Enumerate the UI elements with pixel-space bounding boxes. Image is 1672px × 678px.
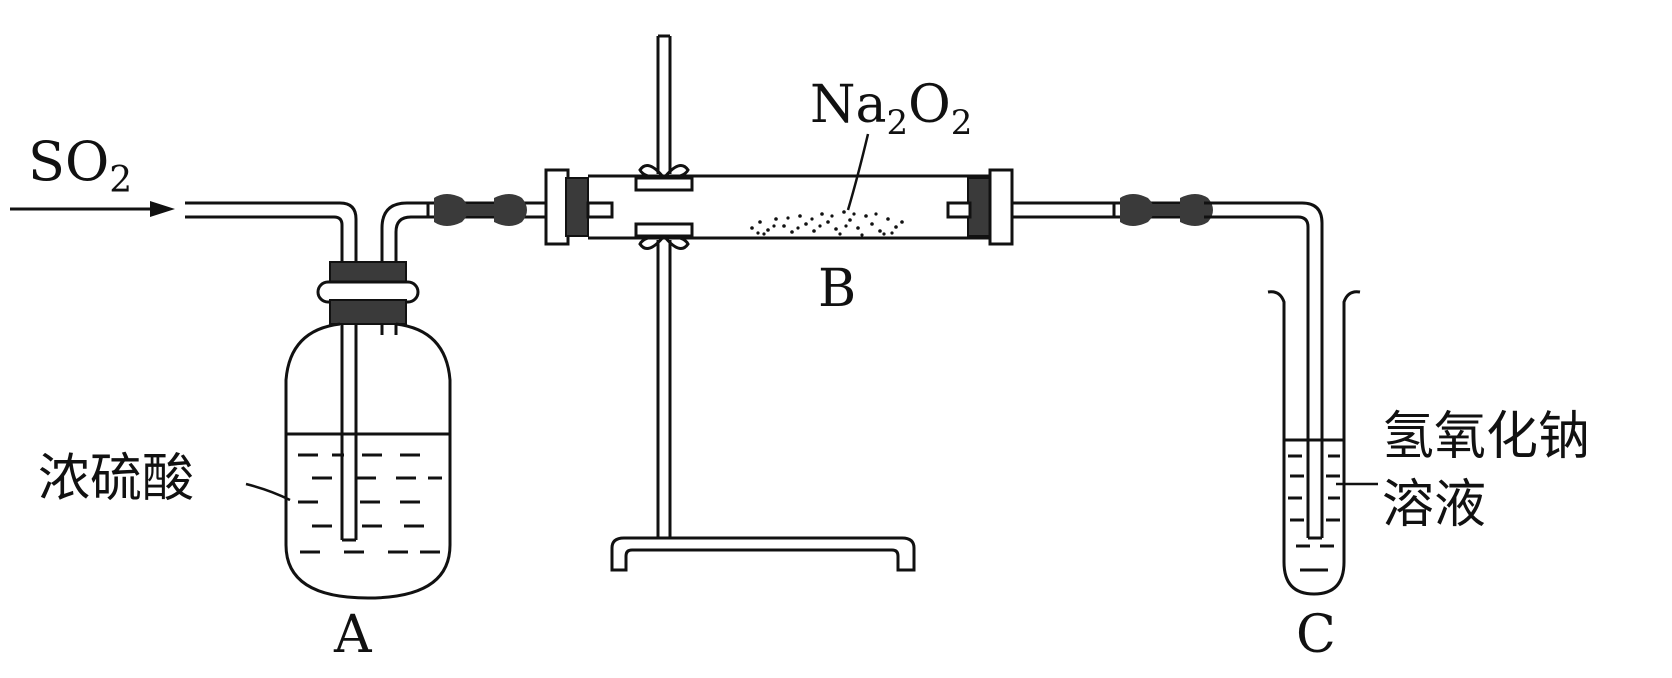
bottle-a bbox=[284, 261, 452, 600]
delivery-tube-c bbox=[1204, 201, 1324, 540]
part-b-label: B bbox=[818, 259, 856, 319]
bottle-a-content-label: 浓硫酸 bbox=[38, 449, 194, 509]
test-tube-c bbox=[1267, 290, 1361, 596]
reagent-b-label: Na2O2 bbox=[810, 75, 972, 143]
part-c-label: C bbox=[1296, 605, 1336, 665]
tube-b-right-cap bbox=[988, 168, 1014, 246]
rubber-joint-2 bbox=[1112, 194, 1213, 226]
test-tube-c-body bbox=[1267, 290, 1361, 596]
liquid-dashes-a bbox=[298, 453, 442, 554]
tube-c-content-label-line2: 溶液 bbox=[1382, 475, 1486, 535]
gas-label: SO2 bbox=[28, 130, 132, 201]
bottle-a-body bbox=[284, 322, 452, 600]
outlet-tube-a bbox=[380, 201, 430, 335]
leader-line-a bbox=[245, 482, 291, 502]
iron-stand bbox=[610, 34, 916, 572]
reaction-tube-b bbox=[544, 168, 1014, 246]
stopper-bottom bbox=[329, 299, 407, 325]
tube-b-left-cap bbox=[544, 168, 570, 246]
powder-na2o2 bbox=[750, 210, 904, 237]
tube-c-content-label-line1: 氢氧化钠 bbox=[1382, 407, 1590, 467]
liquid-dashes-c bbox=[1288, 454, 1340, 572]
rubber-joint-1 bbox=[426, 194, 552, 226]
tube-b-left-stopper bbox=[565, 177, 589, 237]
outlet-tube-b bbox=[1012, 201, 1118, 219]
inlet-tube bbox=[185, 201, 358, 542]
part-a-label: A bbox=[333, 605, 373, 665]
gas-inlet-arrow bbox=[10, 201, 175, 217]
leader-line-b bbox=[846, 133, 870, 211]
